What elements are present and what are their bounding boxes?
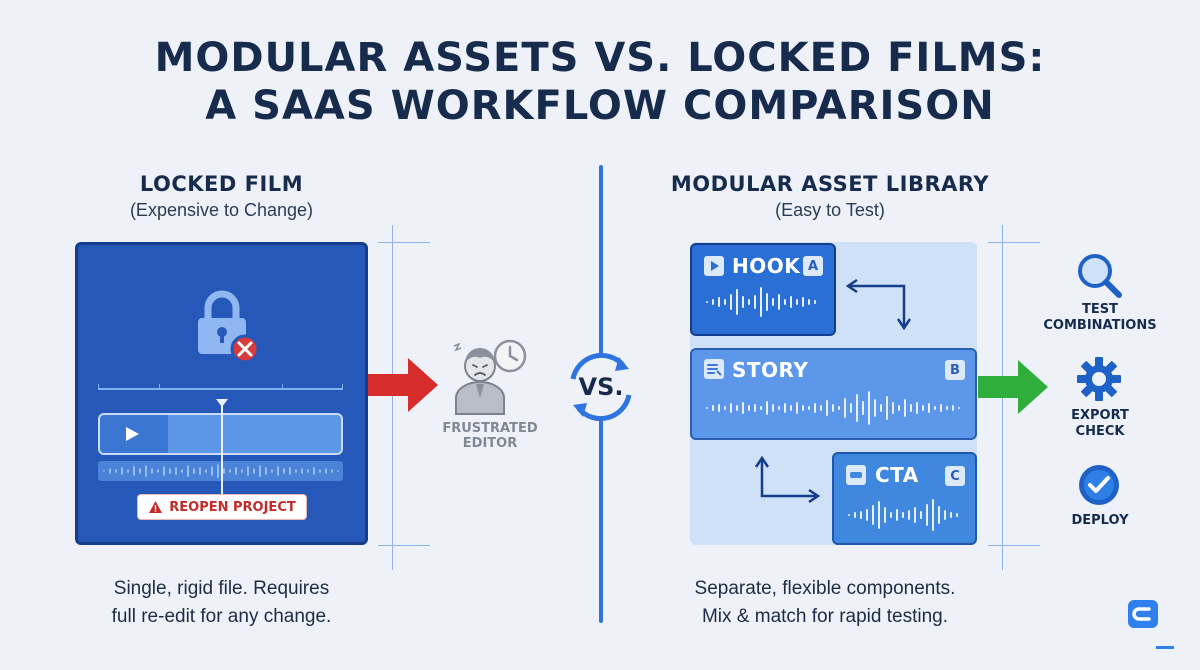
green-arrow-icon xyxy=(978,360,1048,414)
hook-waveform xyxy=(706,287,816,317)
padlock-icon xyxy=(198,290,260,364)
timeline-tick xyxy=(159,384,160,390)
frustrated-editor-label-2: EDITOR xyxy=(462,436,518,451)
gear-icon xyxy=(1077,357,1121,401)
page-title-line-2: A SAAS WORKFLOW COMPARISON xyxy=(205,83,995,129)
guide-line xyxy=(988,545,1040,546)
reopen-project-label: REOPEN PROJECT xyxy=(169,499,296,515)
modular-caption-2: Mix & match for rapid testing. xyxy=(701,606,949,627)
reopen-project-badge[interactable]: REOPEN PROJECT xyxy=(137,494,307,520)
corner-mark xyxy=(1156,646,1174,649)
export-check-label-1: EXPORT xyxy=(1071,408,1129,423)
red-arrow-icon xyxy=(368,358,438,412)
story-card-badge: B xyxy=(945,360,965,380)
story-card[interactable] xyxy=(690,348,977,440)
timeline-tick xyxy=(342,384,343,390)
cta-card-label: CTA xyxy=(875,463,919,487)
vs-label: VS. xyxy=(578,373,624,401)
hook-card-label: HOOK xyxy=(732,254,801,278)
modular-library-subheading: (Easy to Test) xyxy=(775,200,885,220)
locked-film-caption-1: Single, rigid file. Requires xyxy=(113,578,330,599)
cta-card-badge: C xyxy=(945,466,965,486)
export-check-label-2: CHECK xyxy=(1075,424,1125,439)
test-combinations-label-1: TEST xyxy=(1082,302,1118,317)
swap-arrow-icon xyxy=(754,455,821,504)
play-icon[interactable] xyxy=(122,424,142,444)
frustrated-editor-label-1: FRUSTRATED xyxy=(442,421,538,436)
guide-line xyxy=(378,545,430,546)
warning-icon xyxy=(149,501,163,513)
brand-logo-icon xyxy=(1128,600,1158,628)
modular-caption-1: Separate, flexible components. xyxy=(694,578,956,599)
check-circle-icon xyxy=(1079,465,1119,505)
test-combinations-label-2: COMBINATIONS xyxy=(1043,318,1157,333)
hook-card-badge: A xyxy=(803,256,823,276)
audio-track xyxy=(98,461,343,481)
deploy-label: DEPLOY xyxy=(1071,513,1129,528)
playhead[interactable] xyxy=(221,404,223,496)
cta-waveform xyxy=(848,499,958,531)
guide-line xyxy=(988,242,1040,243)
magnifier-icon xyxy=(1078,254,1122,298)
timeline-tick xyxy=(98,384,99,390)
modular-library-heading: MODULAR ASSET LIBRARY xyxy=(670,172,990,196)
guide-line xyxy=(378,242,430,243)
document-icon xyxy=(704,359,724,379)
locked-film-subheading: (Expensive to Change) xyxy=(129,200,314,220)
locked-film-caption-2: full re-edit for any change. xyxy=(111,606,332,627)
video-clip-icon xyxy=(704,256,724,276)
button-icon xyxy=(846,465,866,485)
guide-line xyxy=(392,225,393,570)
audio-waveform xyxy=(103,464,339,478)
frustrated-editor-icon xyxy=(453,339,527,415)
swap-arrow-icon xyxy=(845,278,912,331)
locked-film-heading: LOCKED FILM xyxy=(139,172,304,196)
page-title-line-1: MODULAR ASSETS VS. LOCKED FILMS: xyxy=(154,35,1046,81)
timeline-tick xyxy=(282,384,283,390)
timeline-ruler xyxy=(98,388,343,390)
playhead-marker[interactable] xyxy=(215,398,229,408)
swap-cycle-icon xyxy=(568,352,634,422)
story-card-label: STORY xyxy=(732,358,809,382)
story-waveform xyxy=(706,391,960,425)
